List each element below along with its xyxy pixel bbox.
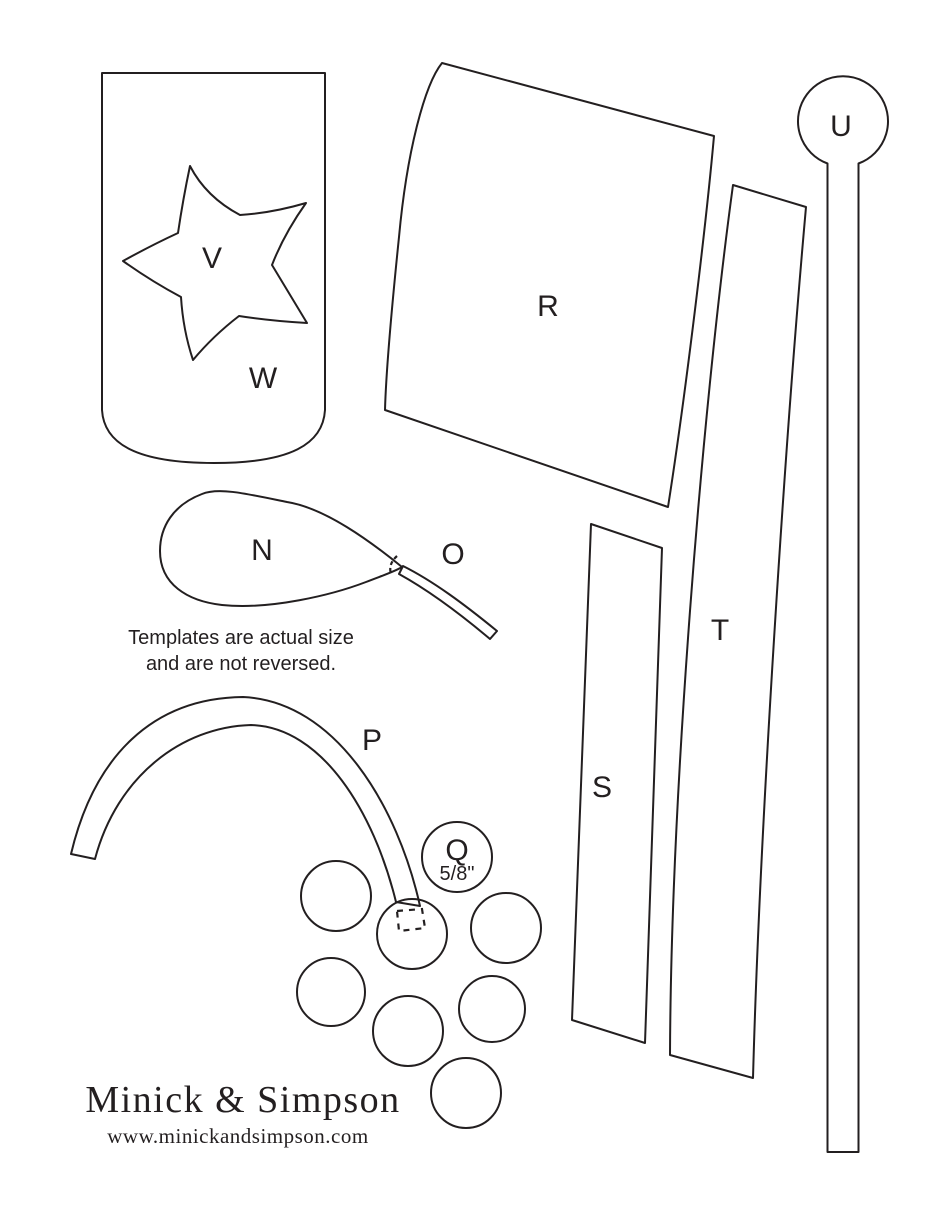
note-line-2: and are not reversed. (146, 653, 336, 675)
template-n-leaf-outline (159, 490, 403, 607)
brand-website-text: www.minickandsimpson.com (107, 1124, 368, 1148)
template-v-star-outline (122, 165, 308, 361)
label-n: N (251, 534, 273, 567)
template-t-stripe-outline (669, 184, 807, 1079)
template-u-pole-outline (797, 75, 889, 1153)
label-w: W (249, 362, 278, 395)
label-s: S (592, 771, 612, 804)
template-r-outline (384, 62, 715, 508)
template-w-pocket-outline (101, 72, 326, 464)
template-q-circle-outline (421, 821, 493, 893)
template-p-vine-outline (70, 696, 421, 907)
berry-circle (376, 898, 448, 970)
label-r: R (537, 290, 559, 323)
label-v: V (202, 242, 222, 275)
brand-logo-text: Minick & Simpson (85, 1079, 400, 1121)
label-q-size: 5/8" (440, 863, 475, 885)
note-line-1: Templates are actual size (128, 627, 354, 649)
label-u: U (830, 110, 852, 143)
vine-end-placement-mark (395, 907, 427, 933)
berry-circle (458, 975, 526, 1043)
berry-circle (296, 957, 366, 1027)
berry-circle (470, 892, 542, 964)
template-s-stripe-outline (571, 523, 663, 1044)
berry-circle (300, 860, 372, 932)
leaf-tip-placement-mark (389, 555, 398, 575)
berry-circle (372, 995, 444, 1067)
label-t: T (711, 614, 729, 647)
template-o-stem-outline (398, 565, 498, 640)
label-q: Q (445, 834, 468, 867)
label-o: O (441, 538, 464, 571)
berry-circle (430, 1057, 502, 1129)
label-p: P (362, 724, 382, 757)
